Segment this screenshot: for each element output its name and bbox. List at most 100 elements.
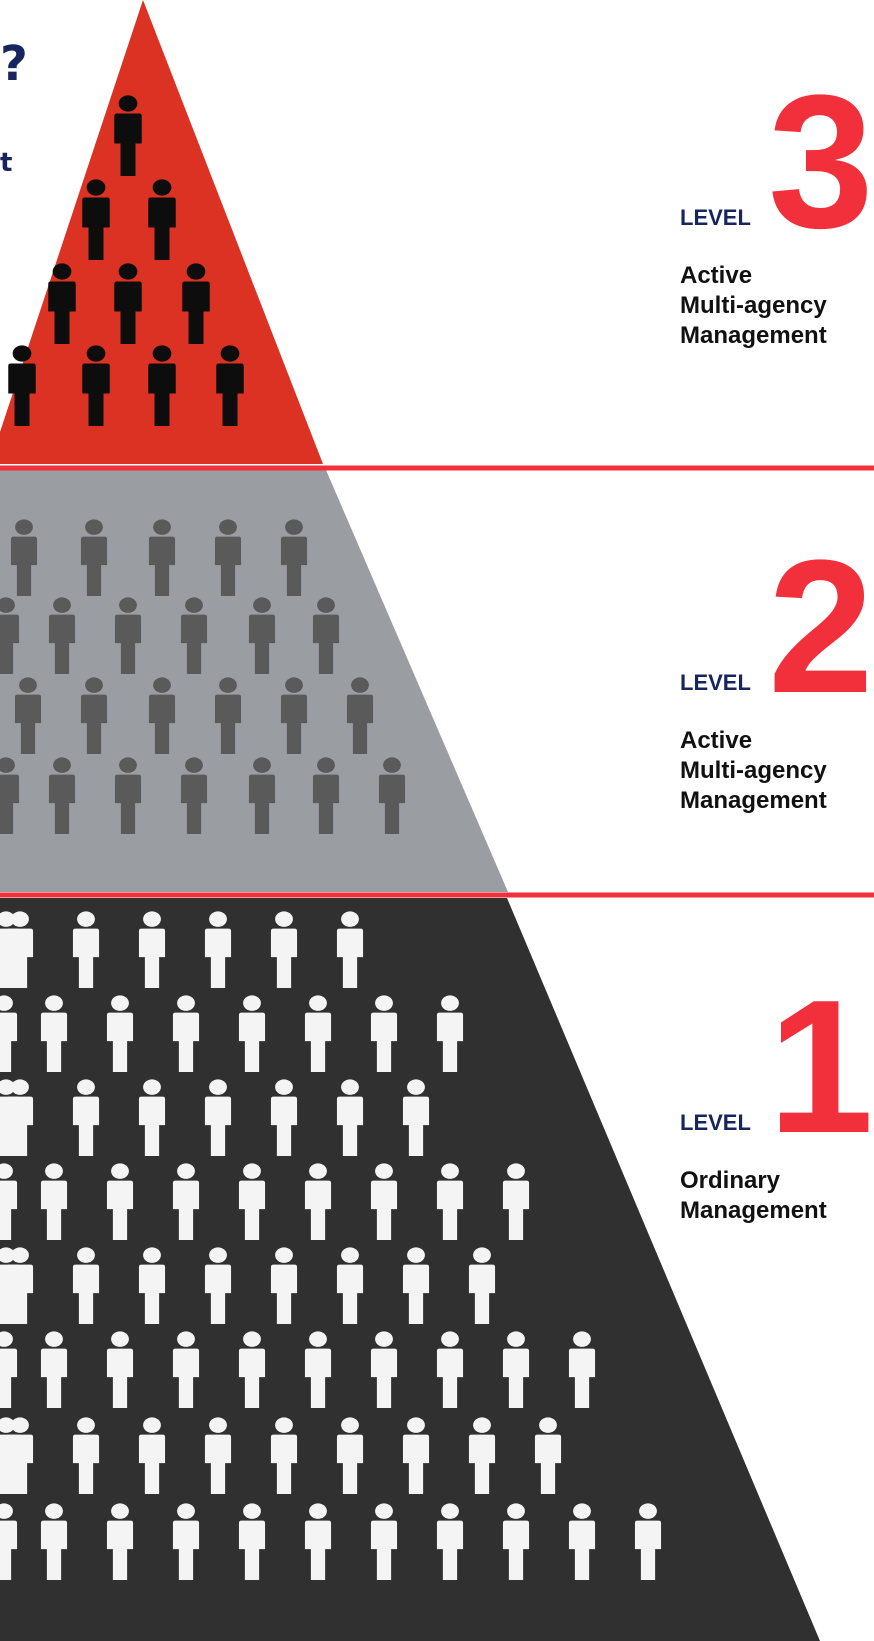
- level-1-number: 1: [768, 961, 874, 1173]
- level-1-description: Ordinary Management: [680, 1166, 874, 1226]
- person-figure: [568, 1503, 596, 1580]
- person-figure: [280, 519, 308, 596]
- person-figure: [370, 1503, 398, 1580]
- person-figure: [502, 1331, 530, 1408]
- person-figure: [402, 1079, 430, 1156]
- person-figure: [138, 1247, 166, 1324]
- tier-level-2: [0, 470, 508, 892]
- person-figure: [238, 1331, 266, 1408]
- person-figure: [204, 1417, 232, 1494]
- person-figure: [48, 263, 76, 344]
- level-3-description-line: Management: [680, 322, 827, 349]
- level-2-description: Active Multi-agency Management: [680, 726, 874, 816]
- person-figure: [40, 1331, 68, 1408]
- person-figure: [370, 1331, 398, 1408]
- person-figure: [370, 995, 398, 1072]
- person-figure: [172, 995, 200, 1072]
- person-figure: [402, 1247, 430, 1324]
- person-figure: [204, 1079, 232, 1156]
- person-figure: [216, 345, 244, 426]
- person-figure: [534, 1417, 562, 1494]
- person-figure: [280, 677, 308, 754]
- level-2-description-line: Multi-agency: [680, 757, 827, 784]
- person-figure: [0, 1163, 18, 1240]
- person-figure: [304, 995, 332, 1072]
- person-figure: [180, 757, 208, 834]
- person-figure: [0, 757, 20, 834]
- person-figure: [148, 345, 176, 426]
- person-figure: [148, 179, 176, 260]
- cropped-subtitle-fragment: t: [0, 148, 13, 178]
- person-figure: [304, 1331, 332, 1408]
- person-figure: [6, 1247, 34, 1324]
- person-figure: [8, 345, 36, 426]
- person-figure: [304, 1503, 332, 1580]
- person-figure: [634, 1503, 662, 1580]
- person-figure: [336, 1079, 364, 1156]
- person-figure: [0, 597, 20, 674]
- person-figure: [204, 1247, 232, 1324]
- person-figure: [138, 911, 166, 988]
- person-figure: [80, 677, 108, 754]
- level-1-label-block: LEVEL 1 Ordinary Management: [680, 972, 874, 1226]
- person-figure: [72, 1417, 100, 1494]
- person-figure: [238, 1163, 266, 1240]
- level-2-word: LEVEL: [680, 670, 751, 695]
- level-2-description-line: Management: [680, 787, 827, 814]
- person-figure: [106, 995, 134, 1072]
- person-figure: [82, 179, 110, 260]
- person-figure: [172, 1503, 200, 1580]
- person-figure: [270, 911, 298, 988]
- person-figure: [336, 1417, 364, 1494]
- person-figure: [0, 1503, 18, 1580]
- person-figure: [336, 911, 364, 988]
- level-2-number: 2: [768, 521, 874, 733]
- person-figure: [148, 677, 176, 754]
- person-figure: [72, 911, 100, 988]
- person-figure: [436, 1503, 464, 1580]
- people-group-level-3: [8, 95, 244, 426]
- person-figure: [436, 1331, 464, 1408]
- person-figure: [204, 911, 232, 988]
- person-figure: [502, 1503, 530, 1580]
- person-figure: [214, 519, 242, 596]
- person-figure: [40, 1163, 68, 1240]
- person-figure: [138, 1417, 166, 1494]
- person-figure: [72, 1247, 100, 1324]
- person-figure: [40, 1503, 68, 1580]
- person-figure: [114, 263, 142, 344]
- person-figure: [106, 1331, 134, 1408]
- person-figure: [402, 1417, 430, 1494]
- person-figure: [568, 1331, 596, 1408]
- person-figure: [14, 677, 42, 754]
- person-figure: [6, 1417, 34, 1494]
- person-figure: [6, 911, 34, 988]
- person-figure: [80, 519, 108, 596]
- person-figure: [10, 519, 38, 596]
- person-figure: [270, 1417, 298, 1494]
- person-figure: [148, 519, 176, 596]
- person-figure: [378, 757, 406, 834]
- people-group-level-2: [0, 519, 406, 834]
- person-figure: [336, 1247, 364, 1324]
- person-figure: [436, 1163, 464, 1240]
- person-figure: [40, 995, 68, 1072]
- people-group-level-1: [0, 911, 662, 1580]
- person-figure: [248, 757, 276, 834]
- level-3-description: Active Multi-agency Management: [680, 261, 874, 351]
- person-figure: [0, 995, 18, 1072]
- level-3-number: 3: [768, 56, 874, 268]
- level-3-description-line: Multi-agency: [680, 292, 827, 319]
- person-figure: [172, 1331, 200, 1408]
- person-figure: [48, 597, 76, 674]
- person-figure: [114, 597, 142, 674]
- level-1-description-line: Management: [680, 1197, 827, 1224]
- person-figure: [270, 1247, 298, 1324]
- person-figure: [502, 1163, 530, 1240]
- person-figure: [82, 345, 110, 426]
- person-figure: [238, 1503, 266, 1580]
- person-figure: [312, 597, 340, 674]
- person-figure: [370, 1163, 398, 1240]
- person-figure: [214, 677, 242, 754]
